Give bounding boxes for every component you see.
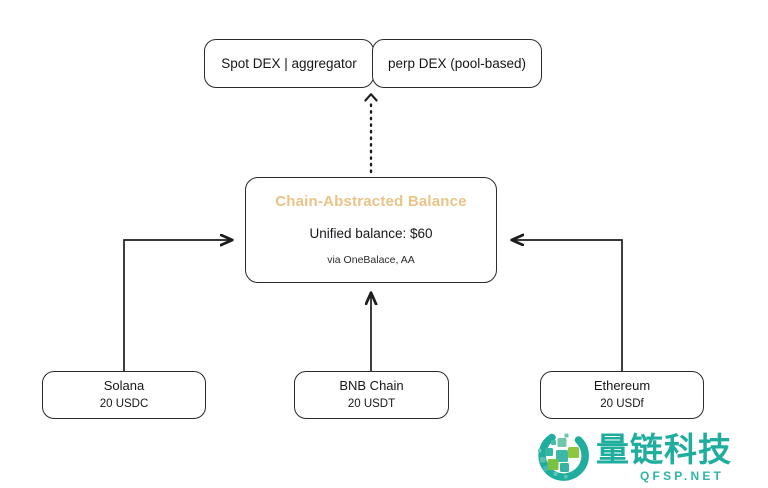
node-source-bnb-chain[interactable]: BNB Chain 20 USDT bbox=[294, 371, 449, 419]
center-unified-balance: Unified balance: $60 bbox=[309, 225, 433, 241]
center-via-note: via OneBalace, AA bbox=[327, 254, 415, 267]
node-spot-dex-label: Spot DEX | aggregator bbox=[221, 56, 357, 71]
node-chain-abstracted-balance[interactable]: Chain-Abstracted Balance Unified balance… bbox=[245, 177, 497, 283]
source-solana-amount: 20 USDC bbox=[99, 397, 149, 410]
node-spot-dex-aggregator[interactable]: Spot DEX | aggregator bbox=[204, 39, 374, 88]
node-perp-dex[interactable]: perp DEX (pool-based) bbox=[372, 39, 542, 88]
watermark-text: 量链科技 QFSP.NET bbox=[596, 433, 732, 483]
dex-row: Spot DEX | aggregator perp DEX (pool-bas… bbox=[204, 39, 542, 88]
center-title: Chain-Abstracted Balance bbox=[275, 193, 467, 211]
connector-center-to-dex-arrowhead bbox=[364, 93, 378, 102]
source-ethereum-name: Ethereum bbox=[593, 378, 651, 394]
source-bnb-amount: 20 USDT bbox=[347, 397, 396, 410]
node-perp-dex-label: perp DEX (pool-based) bbox=[387, 56, 527, 71]
watermark-en: QFSP.NET bbox=[640, 469, 725, 483]
connector-solana-to-center bbox=[123, 240, 232, 371]
source-ethereum-amount: 20 USDf bbox=[600, 397, 644, 410]
source-bnb-name: BNB Chain bbox=[339, 378, 404, 394]
source-solana-name: Solana bbox=[103, 378, 145, 394]
node-source-solana[interactable]: Solana 20 USDC bbox=[42, 371, 206, 419]
watermark: 量链科技 QFSP.NET bbox=[534, 430, 766, 486]
node-source-ethereum[interactable]: Ethereum 20 USDf bbox=[540, 371, 704, 419]
qfsp-logo-icon bbox=[538, 433, 589, 481]
connector-ethereum-to-center bbox=[512, 240, 623, 371]
watermark-cn: 量链科技 bbox=[596, 431, 732, 468]
